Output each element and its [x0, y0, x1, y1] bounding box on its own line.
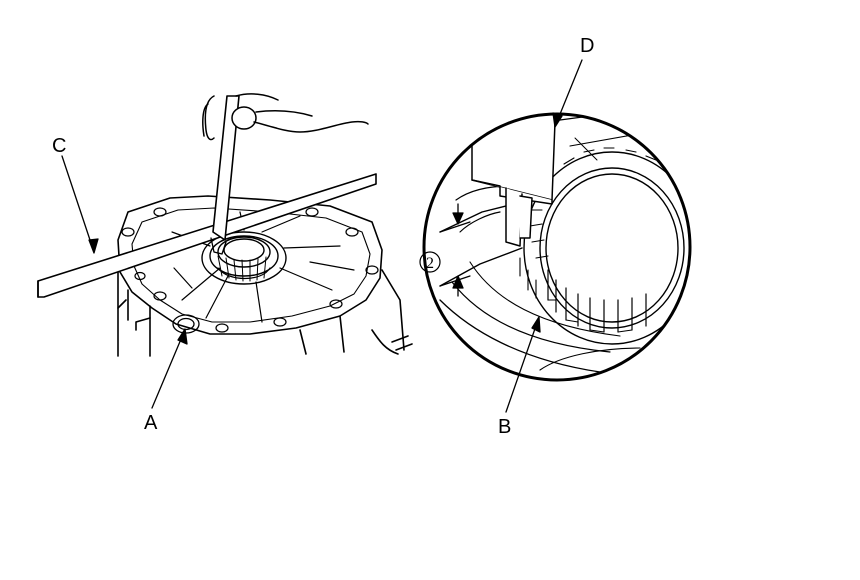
bearing-hub	[201, 231, 287, 285]
leader-c	[61, 155, 95, 253]
dimension-markers	[439, 203, 471, 297]
detail-circle-outline	[422, 112, 692, 382]
housing-ribs	[171, 211, 355, 323]
label-d: D	[580, 35, 594, 57]
callout-circle	[419, 251, 441, 273]
callout-number: 2	[426, 255, 434, 272]
label-b: B	[498, 416, 511, 438]
arrowhead-a	[177, 328, 188, 345]
transmission-housing	[117, 195, 413, 357]
arrowhead-c	[88, 238, 99, 254]
ring-gear-b	[519, 147, 690, 345]
leader-d	[555, 59, 583, 125]
detail-view	[422, 112, 692, 382]
left-view	[37, 93, 413, 357]
label-a: A	[144, 412, 158, 434]
leader-a	[151, 331, 185, 409]
leader-lines	[61, 59, 583, 413]
leader-b	[505, 319, 539, 413]
callout-number-2: 2	[419, 251, 441, 273]
straight-edge-c	[37, 173, 377, 298]
label-c: C	[52, 135, 66, 157]
arrowhead-b	[531, 316, 541, 333]
arrowhead-d	[552, 112, 563, 128]
flange-bolt-holes	[121, 207, 379, 333]
hand-illustration	[202, 93, 369, 141]
